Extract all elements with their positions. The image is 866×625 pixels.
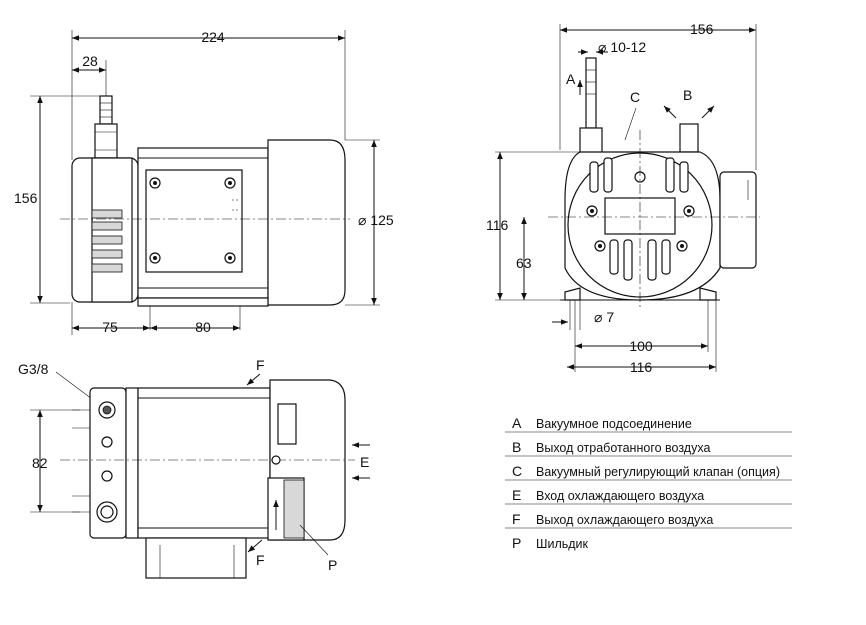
dim-116-foot: 116 [630,359,653,375]
legend-key-c: C [512,463,522,479]
dim-100: 100 [629,338,653,354]
legend-text-b: Выход отработанного воздуха [536,441,710,455]
dim-thread: G3/8 [18,361,49,377]
legend-key-f: F [512,511,521,527]
callout-e: E [360,454,369,470]
legend-text-a: Вакуумное подсоединение [536,417,692,431]
dim-63: 63 [516,255,532,271]
front-view: 156 ⌀ 10-12 A C B [486,21,760,375]
callout-p: P [328,557,337,573]
legend-table: A Вакуумное подсоединение B Выход отрабо… [505,415,792,551]
dim-28: 28 [82,53,98,69]
dim-156-width: 156 [690,21,714,37]
callout-c: C [630,89,640,105]
dim-82: 82 [32,455,48,471]
side-view: 224 28 156 [14,29,394,335]
top-view: G3/8 82 F [18,357,370,579]
callout-a: A [566,71,576,87]
dim-hose: ⌀ 10-12 [598,39,646,55]
legend-text-f: Выход охлаждающего воздуха [536,513,713,527]
dim-224: 224 [201,29,225,45]
callout-f-bottom: F [256,552,265,568]
legend-key-b: B [512,439,521,455]
dim-hole: ⌀ 7 [594,309,614,325]
legend-key-e: E [512,487,521,503]
legend-text-c: Вакуумный регулирующий клапан (опция) [536,465,780,479]
dim-75: 75 [102,319,118,335]
dim-80: 80 [195,319,211,335]
callout-f-top: F [256,357,265,373]
legend-text-p: Шильдик [536,537,589,551]
legend-key-p: P [512,535,521,551]
dim-125: ⌀ 125 [358,212,394,228]
callout-b: B [683,87,692,103]
legend-key-a: A [512,415,522,431]
dim-116-height: 116 [486,217,509,233]
dim-156-height: 156 [14,190,38,206]
legend-text-e: Вход охлаждающего воздуха [536,489,704,503]
